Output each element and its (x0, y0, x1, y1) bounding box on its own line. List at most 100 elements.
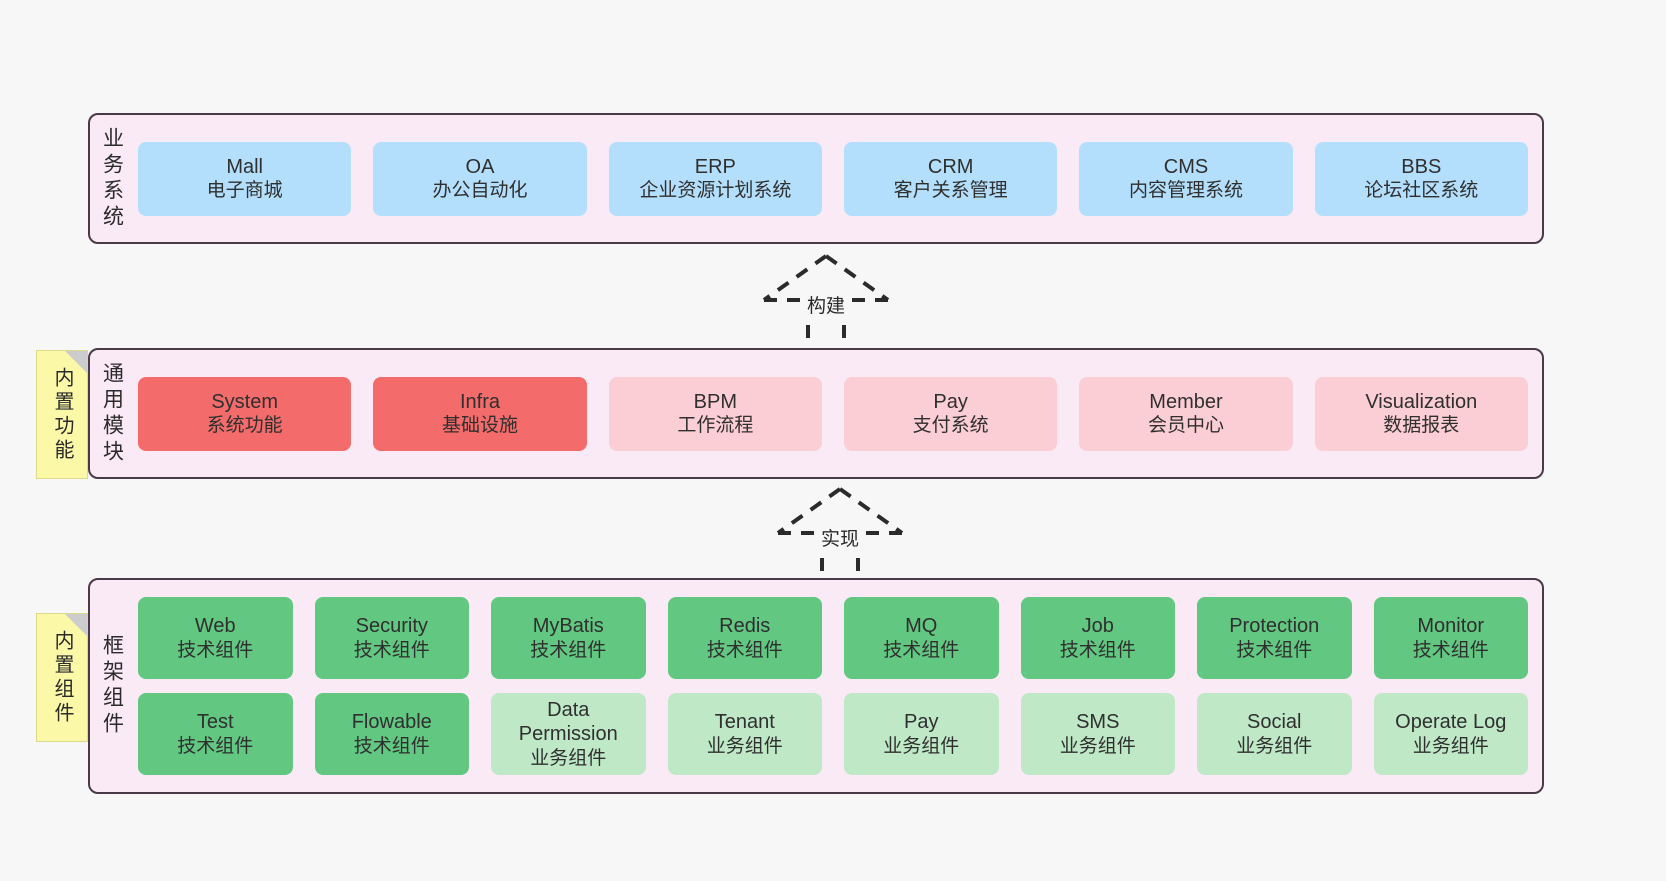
card-subtitle: 业务组件 (1412, 735, 1489, 757)
connector-implement: 实现 (760, 485, 920, 581)
layer-body-common-modules: System 系统功能 Infra 基础设施 BPM 工作流程 Pay 支付系统… (134, 350, 1542, 477)
generalization-arrow-icon (762, 254, 890, 346)
card-title: Member (1149, 390, 1223, 413)
card-title: MyBatis (532, 615, 604, 638)
business-card-oa[interactable]: OA 办公自动化 (373, 141, 587, 216)
business-card-crm[interactable]: CRM 客户关系管理 (843, 141, 1058, 216)
component-card-monitor[interactable]: Monitor 技术组件 (1373, 597, 1528, 679)
business-card-cms[interactable]: CMS 内容管理系统 (1079, 141, 1293, 216)
card-subtitle: 企业资源计划系统 (639, 180, 792, 202)
layer-body-business-system: Mall 电子商城 OA 办公自动化 ERP 企业资源计划系统 CRM 客户关系… (134, 115, 1542, 242)
card-subtitle: 基础设施 (441, 415, 518, 437)
card-subtitle: 技术组件 (1059, 639, 1136, 661)
module-card-system[interactable]: System 系统功能 (138, 376, 352, 451)
card-subtitle: 业务组件 (1059, 735, 1136, 757)
component-card-mybatis[interactable]: MyBatis 技术组件 (491, 597, 646, 679)
card-title: OA (465, 155, 495, 178)
component-card-test[interactable]: Test 技术组件 (138, 693, 293, 775)
card-title: System (211, 390, 278, 413)
module-card-bpm[interactable]: BPM 工作流程 (608, 376, 822, 451)
card-title: Flowable (351, 711, 432, 734)
layer-title-common-modules: 通用模块 (100, 361, 124, 466)
connector-build: 构建 (746, 252, 906, 348)
folded-corner-icon (65, 614, 87, 636)
card-title: Visualization (1365, 390, 1478, 413)
layer-business-system: 业务系统 Mall 电子商城 OA 办公自动化 ERP 企业资源计划系统 CRM… (88, 113, 1544, 244)
sticky-note-label: 内置功能 (51, 366, 73, 463)
component-card-social[interactable]: Social 业务组件 (1197, 693, 1352, 775)
card-subtitle: 技术组件 (353, 735, 430, 757)
card-subtitle: 业务组件 (706, 735, 783, 757)
layer-title-framework-components: 框架组件 (100, 634, 124, 738)
business-system-row: Mall 电子商城 OA 办公自动化 ERP 企业资源计划系统 CRM 客户关系… (138, 141, 1528, 216)
card-subtitle: 技术组件 (883, 639, 960, 661)
component-card-pay[interactable]: Pay 业务组件 (844, 693, 999, 775)
common-module-row: System 系统功能 Infra 基础设施 BPM 工作流程 Pay 支付系统… (138, 376, 1528, 451)
card-title: MQ (905, 615, 938, 638)
card-title: BPM (693, 390, 737, 413)
card-subtitle: 业务组件 (530, 747, 607, 769)
connector-implement-label: 实现 (818, 524, 862, 551)
card-title: CRM (927, 155, 974, 178)
framework-component-row-business: Test 技术组件 Flowable 技术组件 Data Permission … (138, 693, 1528, 775)
component-card-sms[interactable]: SMS 业务组件 (1020, 693, 1175, 775)
card-subtitle: 工作流程 (677, 415, 754, 437)
component-card-tenant[interactable]: Tenant 业务组件 (667, 693, 822, 775)
card-subtitle: 技术组件 (177, 639, 254, 661)
sticky-note-builtin-features: 内置功能 (36, 350, 88, 479)
business-card-mall[interactable]: Mall 电子商城 (138, 141, 352, 216)
card-subtitle: 技术组件 (530, 639, 607, 661)
sticky-note-label: 内置组件 (51, 629, 73, 726)
card-title: CMS (1163, 155, 1209, 178)
card-title: Pay (933, 390, 968, 413)
component-card-flowable[interactable]: Flowable 技术组件 (314, 693, 469, 775)
card-title: Job (1081, 615, 1114, 638)
connector-build-label: 构建 (804, 291, 848, 318)
business-card-bbs[interactable]: BBS 论坛社区系统 (1314, 141, 1528, 216)
card-subtitle: 支付系统 (912, 415, 989, 437)
card-subtitle: 论坛社区系统 (1364, 180, 1479, 202)
card-subtitle: 内容管理系统 (1128, 180, 1243, 202)
component-card-mq[interactable]: MQ 技术组件 (844, 597, 999, 679)
business-card-erp[interactable]: ERP 企业资源计划系统 (608, 141, 822, 216)
card-subtitle: 办公自动化 (432, 180, 528, 202)
component-card-data-permission[interactable]: Data Permission 业务组件 (491, 693, 646, 775)
card-title: Data Permission (518, 699, 618, 746)
card-subtitle: 电子商城 (206, 180, 283, 202)
component-card-protection[interactable]: Protection 技术组件 (1197, 597, 1352, 679)
layer-body-framework-components: Web 技术组件 Security 技术组件 MyBatis 技术组件 Redi… (134, 580, 1542, 792)
card-title: Pay (904, 711, 939, 734)
card-subtitle: 业务组件 (883, 735, 960, 757)
component-card-security[interactable]: Security 技术组件 (314, 597, 469, 679)
module-card-infra[interactable]: Infra 基础设施 (373, 376, 587, 451)
card-title: Tenant (714, 711, 775, 734)
card-title: Protection (1229, 615, 1320, 638)
generalization-arrow-icon (776, 487, 904, 579)
card-title: Security (355, 615, 428, 638)
card-title: Infra (459, 390, 500, 413)
card-title: SMS (1076, 711, 1120, 734)
card-title: Monitor (1417, 615, 1485, 638)
module-card-pay[interactable]: Pay 支付系统 (843, 376, 1058, 451)
card-subtitle: 技术组件 (706, 639, 783, 661)
layer-framework-components: 框架组件 Web 技术组件 Security 技术组件 MyBatis 技术组件… (88, 578, 1544, 794)
card-subtitle: 技术组件 (353, 639, 430, 661)
card-title: Redis (719, 615, 771, 638)
card-title: ERP (694, 155, 736, 178)
card-title: BBS (1401, 155, 1442, 178)
card-subtitle: 业务组件 (1236, 735, 1313, 757)
component-card-operate-log[interactable]: Operate Log 业务组件 (1373, 693, 1528, 775)
component-card-job[interactable]: Job 技术组件 (1020, 597, 1175, 679)
component-card-web[interactable]: Web 技术组件 (138, 597, 293, 679)
card-subtitle: 客户关系管理 (893, 180, 1008, 202)
layer-title-business-system: 业务系统 (100, 126, 124, 231)
card-subtitle: 技术组件 (1412, 639, 1489, 661)
card-subtitle: 技术组件 (177, 735, 254, 757)
module-card-member[interactable]: Member 会员中心 (1079, 376, 1293, 451)
card-subtitle: 技术组件 (1236, 639, 1313, 661)
card-title: Test (196, 711, 234, 734)
card-title: Web (194, 615, 236, 638)
module-card-visualization[interactable]: Visualization 数据报表 (1314, 376, 1528, 451)
component-card-redis[interactable]: Redis 技术组件 (667, 597, 822, 679)
